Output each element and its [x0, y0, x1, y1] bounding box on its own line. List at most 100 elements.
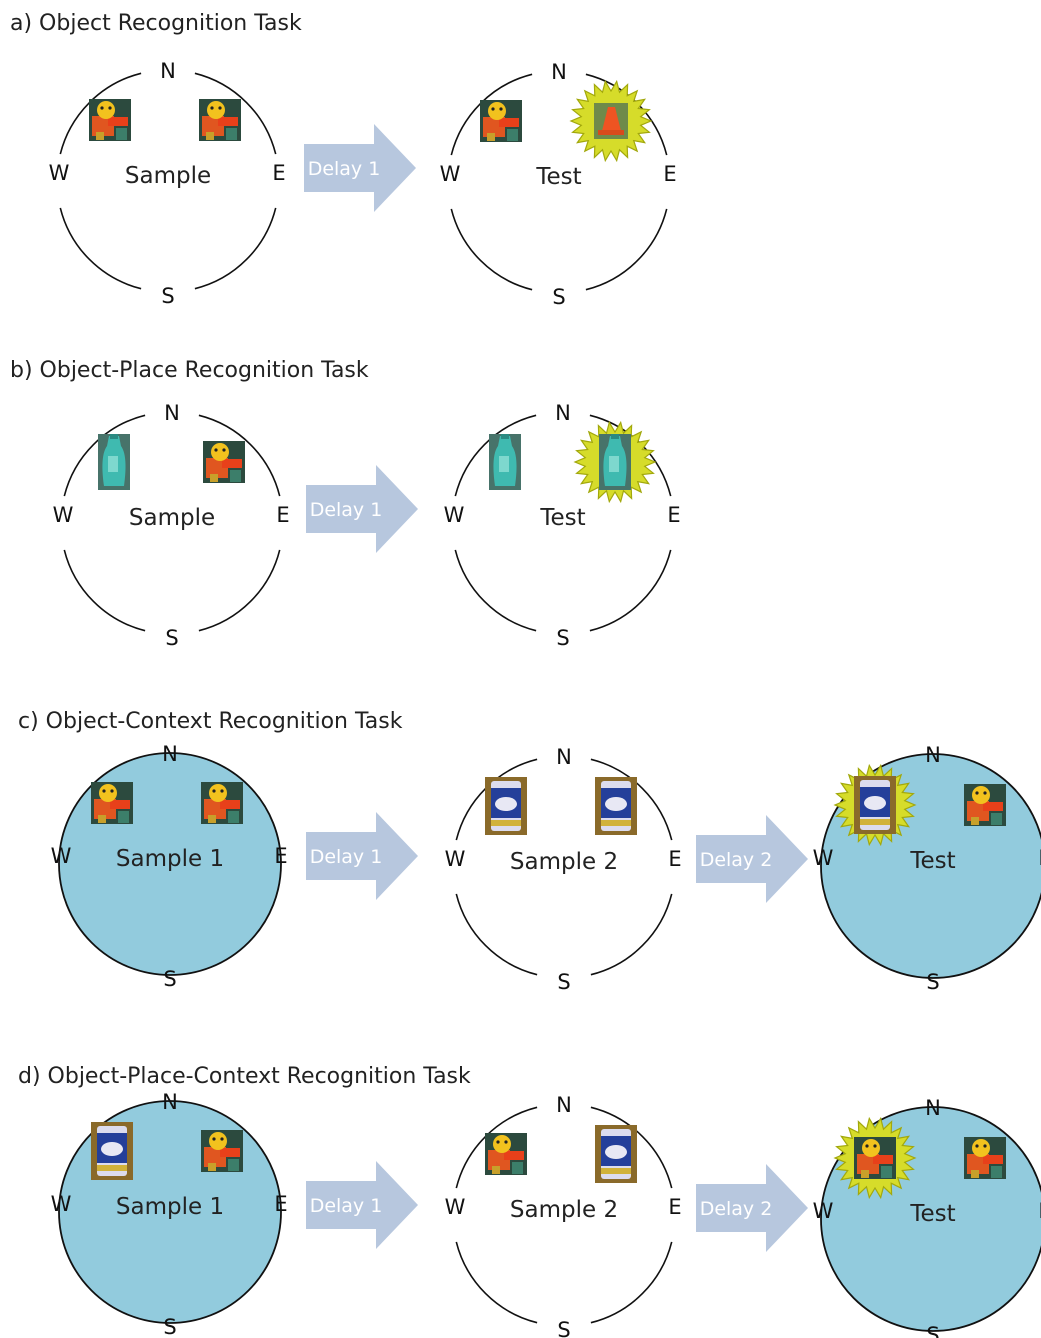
- delay-arrow: Delay 2: [696, 815, 808, 903]
- compass-north: N: [162, 742, 178, 766]
- compass-east: E: [1038, 846, 1041, 870]
- arena-arc: [590, 893, 673, 976]
- arena-arc: [198, 414, 281, 497]
- stage-label: Sample: [125, 163, 211, 189]
- object-bottle-icon: [489, 434, 521, 490]
- delay-label: Delay 1: [310, 1195, 383, 1217]
- compass-west: W: [49, 161, 70, 185]
- object-can-icon: [595, 1125, 637, 1183]
- arrow-shape: [696, 815, 808, 903]
- compass-north: N: [160, 59, 176, 83]
- compass-south: S: [557, 1318, 570, 1338]
- delay-arrow: Delay 1: [306, 465, 418, 553]
- delay-arrow: Delay 2: [696, 1164, 808, 1252]
- panel-title: b) Object-Place Recognition Task: [10, 358, 369, 383]
- arrow-shape: [696, 1164, 808, 1252]
- compass-east: E: [274, 844, 287, 868]
- compass-north: N: [556, 1093, 572, 1117]
- compass-south: S: [556, 626, 569, 650]
- delay-arrow: Delay 1: [306, 1161, 418, 1249]
- compass-west: W: [813, 1199, 834, 1223]
- object-toy-icon: [964, 1137, 1006, 1179]
- compass-north: N: [556, 745, 572, 769]
- stage-label: Sample 2: [510, 1197, 618, 1223]
- panel-title: c) Object-Context Recognition Task: [18, 709, 403, 734]
- object-toy-icon: [201, 1130, 243, 1172]
- delay-label: Delay 1: [308, 158, 381, 180]
- compass-east: E: [668, 847, 681, 871]
- arena-arc: [63, 414, 146, 497]
- compass-west: W: [440, 162, 461, 186]
- compass-south: S: [552, 285, 565, 309]
- arena-arc: [454, 414, 537, 497]
- object-toy-icon: [201, 782, 243, 824]
- compass-north: N: [925, 743, 941, 767]
- compass-east: E: [667, 503, 680, 527]
- compass-south: S: [557, 970, 570, 994]
- compass-south: S: [163, 967, 176, 991]
- arena-arc: [450, 208, 533, 291]
- arena-arc: [59, 207, 142, 290]
- object-toy-icon: [485, 1133, 527, 1175]
- delay-arrow: Delay 1: [306, 812, 418, 900]
- arrow-shape: [304, 124, 416, 212]
- compass-north: N: [162, 1090, 178, 1114]
- object-toy-icon: [199, 99, 241, 141]
- compass-east: E: [276, 503, 289, 527]
- object-toy-icon: [203, 441, 245, 483]
- compass-south: S: [163, 1315, 176, 1338]
- compass-west: W: [444, 503, 465, 527]
- compass-east: E: [274, 1192, 287, 1216]
- object-bottle-icon: [573, 420, 657, 504]
- arena-sample-2: N S W E Sample 2: [445, 1093, 682, 1338]
- delay-label: Delay 1: [310, 499, 383, 521]
- stage-label: Test: [909, 848, 955, 874]
- compass-west: W: [445, 1195, 466, 1219]
- compass-east: E: [668, 1195, 681, 1219]
- delay-label: Delay 2: [700, 1198, 773, 1220]
- stage-label: Test: [909, 1201, 955, 1227]
- stage-label: Sample 1: [116, 1194, 224, 1220]
- compass-north: N: [551, 60, 567, 84]
- arena-arc: [590, 1241, 673, 1324]
- delay-label: Delay 1: [310, 846, 383, 868]
- object-can-icon: [91, 1122, 133, 1180]
- object-toy-icon: [833, 1116, 917, 1200]
- arena-arc: [585, 208, 668, 291]
- panel-title: a) Object Recognition Task: [10, 11, 302, 36]
- object-can-icon: [833, 763, 917, 847]
- compass-north: N: [925, 1096, 941, 1120]
- panel-title: d) Object-Place-Context Recognition Task: [18, 1064, 471, 1089]
- compass-south: S: [161, 284, 174, 308]
- stage-label: Test: [539, 505, 585, 531]
- arena-arc: [194, 207, 277, 290]
- object-can-icon: [595, 777, 637, 835]
- arrow-shape: [306, 1161, 418, 1249]
- compass-east: E: [1038, 1199, 1041, 1223]
- compass-east: E: [663, 162, 676, 186]
- compass-west: W: [51, 844, 72, 868]
- object-bottle-icon: [98, 434, 130, 490]
- delay-arrow: Delay 1: [304, 124, 416, 212]
- arrow-shape: [306, 812, 418, 900]
- arena-arc: [454, 549, 537, 632]
- object-toy-icon: [89, 99, 131, 141]
- object-cone-icon: [569, 79, 653, 163]
- compass-north: N: [555, 401, 571, 425]
- arena-arc: [455, 1241, 538, 1324]
- arena-arc: [63, 549, 146, 632]
- object-can-icon: [485, 777, 527, 835]
- object-toy-icon: [91, 782, 133, 824]
- compass-south: S: [926, 970, 939, 994]
- arena-arc: [589, 549, 672, 632]
